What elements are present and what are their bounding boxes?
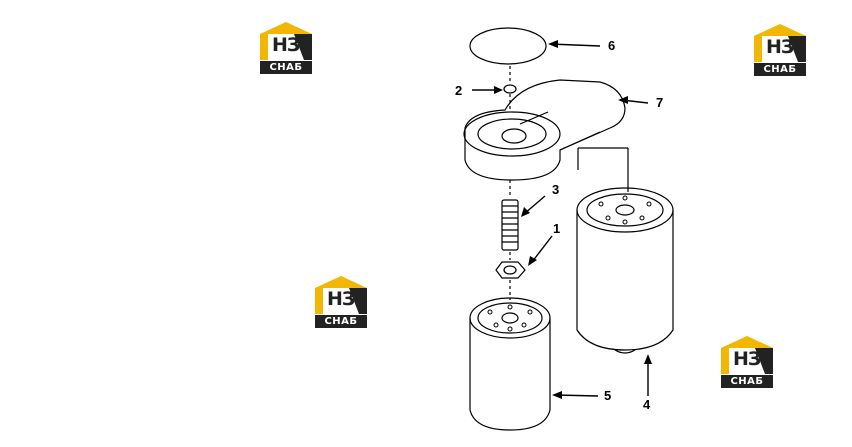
part-2-o-ring: [503, 84, 517, 94]
callout-2: 2: [455, 83, 462, 98]
logo-mark: НЗ: [766, 36, 794, 58]
part-5-filter: [469, 297, 551, 431]
logo-word: СНАБ: [315, 315, 367, 328]
logo-mark: НЗ: [733, 348, 761, 370]
callout-labels: 1 2 3 4 5 6 7: [455, 38, 663, 412]
callout-4: 4: [643, 397, 651, 412]
callout-1: 1: [553, 221, 560, 236]
callout-5: 5: [604, 388, 611, 403]
house-logo-icon: [260, 22, 312, 60]
callout-3: 3: [552, 182, 559, 197]
callout-7: 7: [656, 95, 663, 110]
part-3-nipple: [501, 199, 519, 251]
logo-mark: НЗ: [272, 34, 300, 56]
leader-5: [555, 394, 599, 397]
watermark-logo: НЗ СНАБ: [254, 20, 318, 80]
watermark-logo: НЗ СНАБ: [309, 274, 373, 334]
callout-6: 6: [608, 38, 615, 53]
leader-1: [531, 235, 553, 263]
house-logo-icon: [315, 276, 367, 314]
leader-6: [549, 43, 601, 47]
watermark-logo: НЗ СНАБ: [748, 22, 812, 82]
arrow-heads: [494, 40, 652, 399]
logo-mark: НЗ: [327, 288, 355, 310]
logo-word: СНАБ: [260, 61, 312, 74]
house-logo-icon: [721, 336, 773, 374]
logo-word: СНАБ: [754, 63, 806, 76]
watermark-logo: НЗ СНАБ: [715, 334, 779, 394]
part-1-nut: [495, 261, 526, 279]
part-7-filter-head: [463, 79, 629, 192]
part-6-gasket: [469, 27, 547, 65]
house-logo-icon: [754, 24, 806, 62]
leader-arrows: [472, 43, 649, 397]
logo-word: СНАБ: [721, 375, 773, 388]
part-4-filter: [576, 187, 674, 354]
